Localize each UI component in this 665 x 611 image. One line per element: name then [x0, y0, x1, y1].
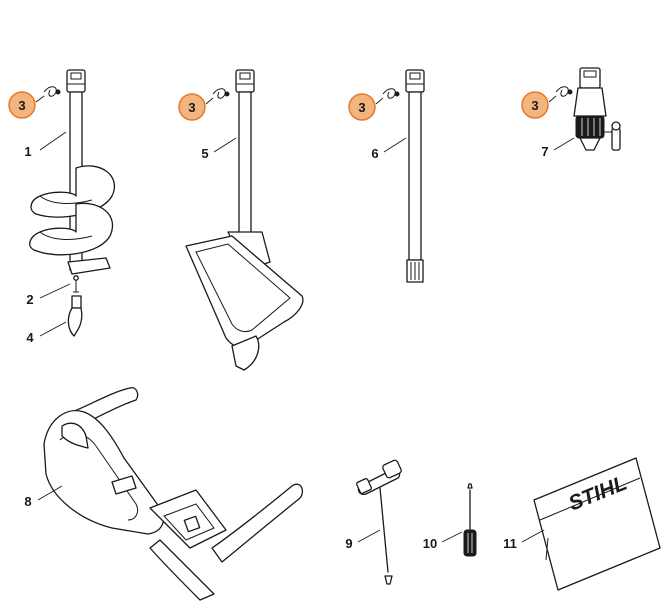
screwdriver-part[interactable]: [463, 483, 477, 557]
highlighted-callout-3c[interactable]: 3: [348, 93, 376, 121]
callout-11[interactable]: 11: [503, 536, 517, 551]
callout-1[interactable]: 1: [24, 144, 31, 159]
ice-scoop-part[interactable]: [185, 69, 304, 371]
handle-frame-part[interactable]: [43, 387, 304, 601]
callout-2[interactable]: 2: [26, 292, 33, 307]
callout-label: 3: [188, 100, 195, 115]
callout-label: 3: [358, 100, 365, 115]
tool-pouch-part[interactable]: STIHL: [533, 457, 661, 591]
callout-4[interactable]: 4: [26, 330, 34, 345]
drill-chuck-part[interactable]: [573, 67, 621, 151]
callout-8[interactable]: 8: [24, 494, 31, 509]
spring-clip-part[interactable]: [43, 86, 573, 99]
callout-10[interactable]: 10: [423, 536, 437, 551]
callout-6[interactable]: 6: [371, 146, 378, 161]
callout-9[interactable]: 9: [345, 536, 352, 551]
highlighted-callout-3b[interactable]: 3: [178, 93, 206, 121]
callout-5[interactable]: 5: [201, 146, 208, 161]
callout-label: 3: [531, 98, 538, 113]
auger-part[interactable]: [29, 69, 115, 337]
extension-shaft-part[interactable]: [405, 69, 425, 283]
leader-lines: [35, 95, 575, 543]
highlighted-callout-3d[interactable]: 3: [521, 91, 549, 119]
callout-7[interactable]: 7: [541, 144, 548, 159]
highlighted-callout-3a[interactable]: 3: [8, 91, 36, 119]
callout-label: 3: [18, 98, 25, 113]
combination-wrench-part[interactable]: [356, 459, 402, 585]
